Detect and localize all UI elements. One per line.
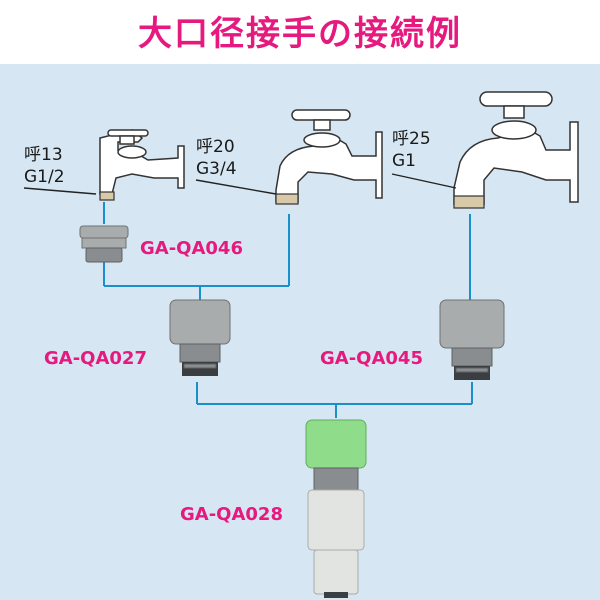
faucet-20-bonnet	[303, 132, 341, 148]
faucet-25-icon	[453, 91, 579, 209]
reducer-icon	[79, 225, 129, 263]
faucet-20-icon	[275, 109, 383, 205]
faucet-13-thread	[99, 191, 115, 201]
faucet-13-bonnet	[117, 145, 147, 159]
part-label-adapter-large: GA-QA045	[320, 348, 423, 369]
label-pointers	[23, 173, 457, 195]
diagram-artwork	[0, 64, 600, 600]
faucet-13-icon	[99, 129, 185, 201]
adapter-large-icon	[439, 299, 505, 380]
diagram-panel: 呼13 G1/2 呼20 G3/4 呼25 G1 GA-QA046 GA-QA0…	[0, 64, 600, 600]
faucet-20-thread	[275, 193, 299, 205]
part-label-reducer: GA-QA046	[140, 238, 243, 259]
faucet-25-thread-size: G1	[392, 151, 416, 171]
connector-lines	[103, 202, 473, 418]
faucet-25-label: 呼25 G1	[392, 128, 431, 172]
part-label-adapter-small: GA-QA027	[44, 348, 147, 369]
faucet-25-bonnet	[491, 120, 537, 140]
page-title: 大口径接手の接続例	[138, 14, 462, 54]
faucet-25-name: 呼25	[392, 129, 431, 149]
faucet-20-handle	[291, 109, 351, 121]
faucet-25-thread	[453, 195, 485, 209]
faucet-25-handle	[479, 91, 553, 107]
faucet-20-name: 呼20	[196, 137, 235, 157]
part-label-quick-connector: GA-QA028	[180, 504, 283, 525]
faucet-13-label: 呼13 G1/2	[24, 144, 65, 188]
quick-connector-icon	[305, 419, 367, 598]
adapter-small-icon	[169, 299, 231, 376]
pointer-faucet-25	[391, 173, 457, 189]
faucet-13-thread-size: G1/2	[24, 167, 65, 187]
faucet-13-handle	[107, 129, 149, 137]
faucet-20-label: 呼20 G3/4	[196, 136, 237, 180]
pointer-faucet-13	[23, 187, 97, 195]
faucet-13-name: 呼13	[24, 145, 63, 165]
pointer-faucet-20	[195, 179, 277, 195]
title-band: 大口径接手の接続例	[0, 0, 600, 64]
faucet-20-thread-size: G3/4	[196, 159, 237, 179]
